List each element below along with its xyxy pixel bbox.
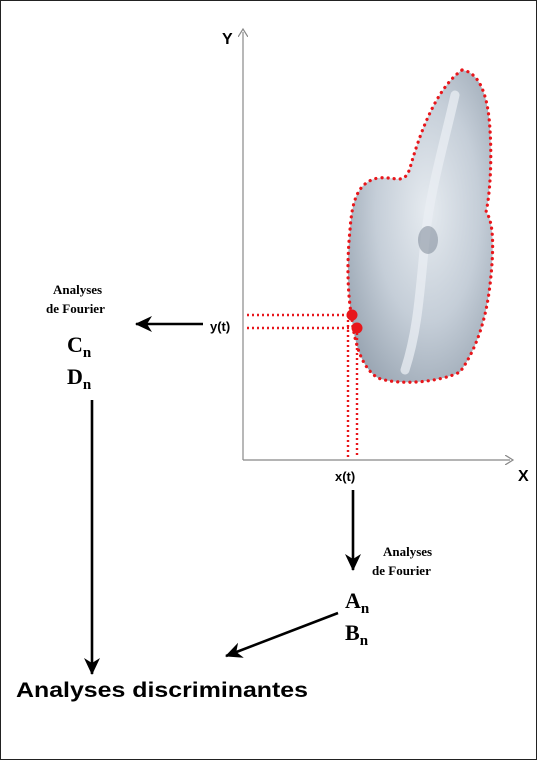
right-fourier-line2: de Fourier — [372, 563, 431, 578]
point-t1 — [346, 309, 358, 321]
outline-contour — [346, 68, 495, 384]
xt-label: x(t) — [335, 469, 355, 484]
yt-label: y(t) — [210, 319, 230, 334]
specimen-sulcus — [418, 226, 438, 254]
right-fourier-line1: Analyses — [383, 544, 432, 559]
y-axis-label: Y — [222, 31, 233, 48]
x-axis-label: X — [518, 468, 529, 485]
coef-an: An — [345, 588, 370, 617]
coef-bn: Bn — [345, 620, 369, 649]
discriminant-analysis-label: Analyses discriminantes — [16, 679, 308, 702]
coef-dn: Dn — [67, 364, 92, 393]
point-t2 — [351, 322, 363, 334]
left-fourier-line1: Analyses — [53, 282, 102, 297]
left-fourier-line2: de Fourier — [46, 301, 105, 316]
arrow-an-to-discriminant — [225, 611, 339, 658]
specimen-image — [347, 70, 493, 383]
coef-cn: Cn — [67, 332, 92, 361]
